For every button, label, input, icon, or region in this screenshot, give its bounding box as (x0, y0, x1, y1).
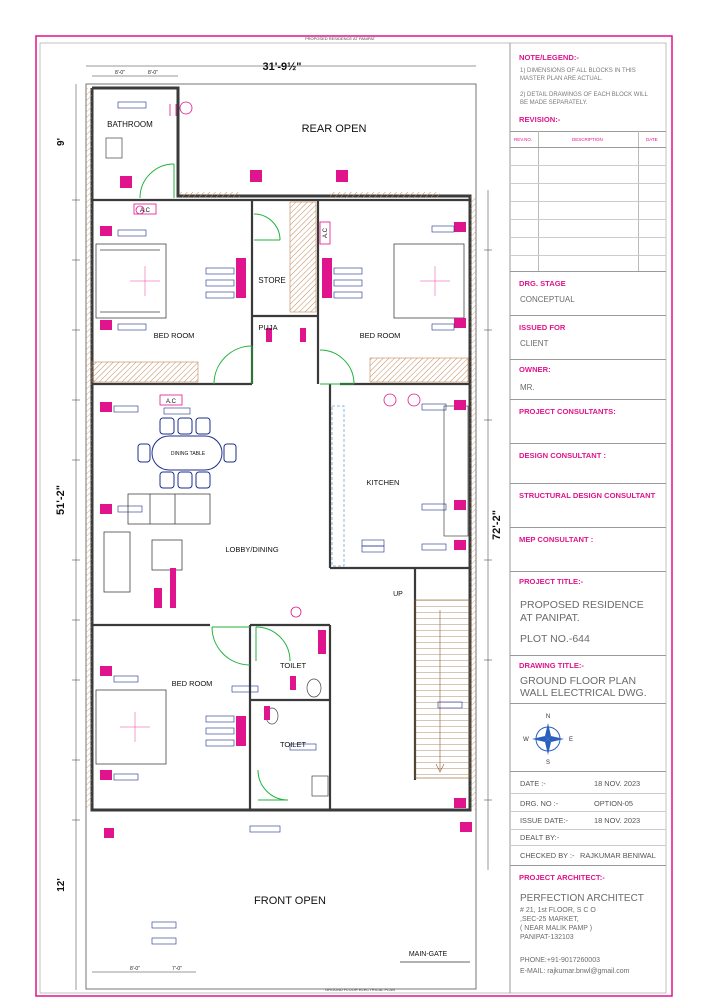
top-dim-2: 8'-0" (148, 70, 158, 76)
address-line-1: # 21, 1st FLOOR, S C O (520, 907, 596, 914)
bathroom-label: BATHROOM (107, 120, 153, 129)
address-line-4: PANIPAT-132103 (520, 934, 574, 941)
svg-text:W: W (523, 737, 529, 743)
date-value: 18 NOV. 2023 (594, 779, 641, 788)
note-2: 2) DETAIL DRAWINGS OF EACH BLOCK WILL BE… (520, 92, 648, 106)
front-setback-dim: 12' (56, 878, 67, 892)
structural-consultant-head: STRUCTURAL DESIGN CONSULTANT (519, 491, 656, 500)
store-label: STORE (258, 276, 285, 285)
rear-open-label: REAR OPEN (302, 123, 367, 135)
owner-head: OWNER: (519, 365, 551, 374)
address-line-2: ,SEC-25 MARKET, (520, 916, 579, 923)
kitchen-label: KITCHEN (367, 478, 400, 487)
plot-no: PLOT NO.-644 (520, 633, 590, 645)
issue-date-label: ISSUE DATE:- (520, 816, 568, 825)
right-depth-dim: 72'-2" (491, 510, 503, 540)
mep-consultant-head: MEP CONSULTANT : (519, 535, 594, 544)
svg-text:N: N (546, 714, 550, 720)
overall-width-dim: 31'-9½" (262, 61, 301, 73)
design-consultant-head: DESIGN CONSULTANT : (519, 451, 607, 460)
toilet-2-label: TOILET (280, 740, 307, 749)
address-line-3: ( NEAR MALIK PAMP ) (520, 925, 593, 932)
drawing-title-1: GROUND FLOOR PLAN (520, 675, 637, 687)
top-dim-1: 8'-0" (115, 70, 125, 76)
bottom-sheet-note: GROUND FLOOR ELECTRICAL PLAN (325, 987, 395, 992)
ac-label-1: A.C (140, 208, 151, 214)
owner-value: MR. (520, 383, 535, 392)
date-label: DATE :- (520, 779, 546, 788)
note-head: NOTE/LEGEND:- (519, 53, 579, 62)
bed-room-left-label: BED ROOM (154, 331, 195, 340)
left-depth-dim: 51'-2" (55, 485, 67, 515)
project-title-1: PROPOSED RESIDENCE (520, 599, 644, 611)
checked-by-label: CHECKED BY :- (520, 851, 575, 860)
dining-table-label: DINING TABLE (171, 451, 206, 457)
staircase (414, 599, 471, 779)
top-sheet-note: PROPOSED RESIDENCE AT PANIPAT (305, 36, 376, 41)
bed-room-right-label: BED ROOM (360, 331, 401, 340)
note-1: 1) DIMENSIONS OF ALL BLOCKS IN THIS MAST… (520, 68, 636, 82)
svg-text:S: S (546, 760, 550, 766)
issue-date-value: 18 NOV. 2023 (594, 816, 641, 825)
phone: PHONE:+91-9017260003 (520, 957, 600, 964)
sheet-border (35, 35, 673, 997)
issued-for-value: CLIENT (520, 339, 549, 348)
front-open-label: FRONT OPEN (254, 895, 326, 907)
north-compass-icon: N W E S (523, 714, 573, 766)
lobby-dining-label: LOBBY/DINING (225, 545, 279, 554)
architect-head: PROJECT ARCHITECT:- (519, 873, 605, 882)
drawing-title-head: DRAWING TITLE:- (519, 661, 584, 670)
architect-name: PERFECTION ARCHITECT (520, 893, 644, 904)
issued-for-head: ISSUED FOR (519, 323, 566, 332)
revision-head: REVISION:- (519, 115, 561, 124)
drawing-title-2: WALL ELECTRICAL DWG. (520, 687, 647, 699)
main-gate-label: MAIN-GATE (409, 951, 448, 958)
project-title-2: AT PANIPAT. (520, 612, 580, 624)
bed-room-front-label: BED ROOM (172, 679, 213, 688)
drg-stage-head: DRG. STAGE (519, 279, 566, 288)
rev-col-date: DATE (646, 137, 658, 142)
drg-no-label: DRG. NO :- (520, 799, 559, 808)
title-block: NOTE/LEGEND:- 1) DIMENSIONS OF ALL BLOCK… (510, 43, 666, 995)
dealt-by-label: DEALT BY:- (520, 833, 560, 842)
rev-col-desc: DESCRIPTION (572, 137, 603, 142)
project-title-head: PROJECT TITLE:- (519, 577, 584, 586)
puja-label: PUJA (258, 323, 277, 332)
drg-stage-value: CONCEPTUAL (520, 295, 575, 304)
svg-text:E: E (569, 737, 573, 743)
toilet-1-label: TOILET (280, 661, 307, 670)
ac-label-2: A.C (166, 399, 177, 405)
drg-no-value: OPTION-05 (594, 799, 634, 808)
bottom-dim-2: 7'-0" (172, 966, 182, 972)
project-consultants-head: PROJECT CONSULTANTS: (519, 407, 616, 416)
up-label: UP (393, 591, 403, 598)
plot-boundary (85, 83, 477, 990)
checked-by-value: RAJKUMAR BENIWAL (580, 851, 656, 860)
bottom-dim-1: 8'-0" (130, 966, 140, 972)
email: E-MAIL: rajkumar.bnwl@gmail.com (520, 968, 630, 975)
rear-setback-dim: 9' (56, 138, 67, 146)
ac-label-3: A.C (323, 227, 329, 238)
rev-col-no: REV.NO. (514, 137, 533, 142)
